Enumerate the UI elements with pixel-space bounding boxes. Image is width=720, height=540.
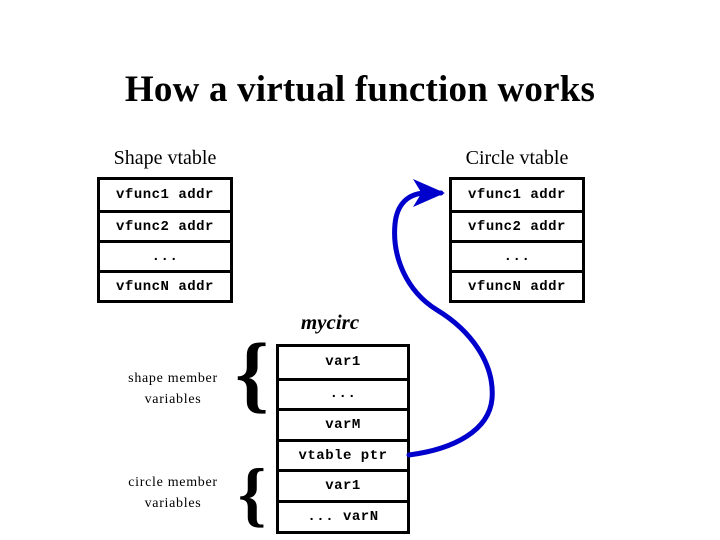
circle-member-variables-line1: circle member <box>128 475 218 490</box>
shape-vtable-caption: Shape vtable <box>113 147 217 169</box>
shape-member-brace: { <box>235 325 269 421</box>
shape-vtable-row: vfuncN addr <box>100 270 230 300</box>
circle-vtable-row: vfunc1 addr <box>452 180 582 210</box>
circle-vtable-row: vfuncN addr <box>452 270 582 300</box>
circle-vtable-row: vfunc2 addr <box>452 210 582 240</box>
mycirc-object-box: var1 ... varM vtable ptr var1 ... varN <box>276 344 410 534</box>
mycirc-row: ... <box>279 377 407 409</box>
shape-vtable-box: vfunc1 addr vfunc2 addr ... vfuncN addr <box>97 177 233 303</box>
circle-member-variables-label: circle member variables <box>112 472 234 514</box>
mycirc-caption: mycirc <box>300 310 360 334</box>
shape-member-variables-line2: variables <box>144 392 202 407</box>
mycirc-row: varM <box>279 408 407 439</box>
shape-vtable-row: vfunc2 addr <box>100 210 230 240</box>
circle-vtable-box: vfunc1 addr vfunc2 addr ... vfuncN addr <box>449 177 585 303</box>
mycirc-row-vtable-ptr: vtable ptr <box>279 438 407 470</box>
circle-vtable-row: ... <box>452 240 582 270</box>
page-title: How a virtual function works <box>124 69 596 110</box>
circle-member-brace: { <box>237 454 267 534</box>
circle-member-variables-line2: variables <box>144 496 202 511</box>
shape-vtable-row: ... <box>100 240 230 270</box>
shape-member-variables-line1: shape member <box>128 371 218 386</box>
mycirc-row: ... varN <box>279 499 407 531</box>
circle-vtable-caption: Circle vtable <box>465 147 569 169</box>
shape-member-variables-label: shape member variables <box>112 368 234 410</box>
mycirc-row: var1 <box>279 347 407 378</box>
shape-vtable-row: vfunc1 addr <box>100 180 230 210</box>
mycirc-row: var1 <box>279 469 407 500</box>
